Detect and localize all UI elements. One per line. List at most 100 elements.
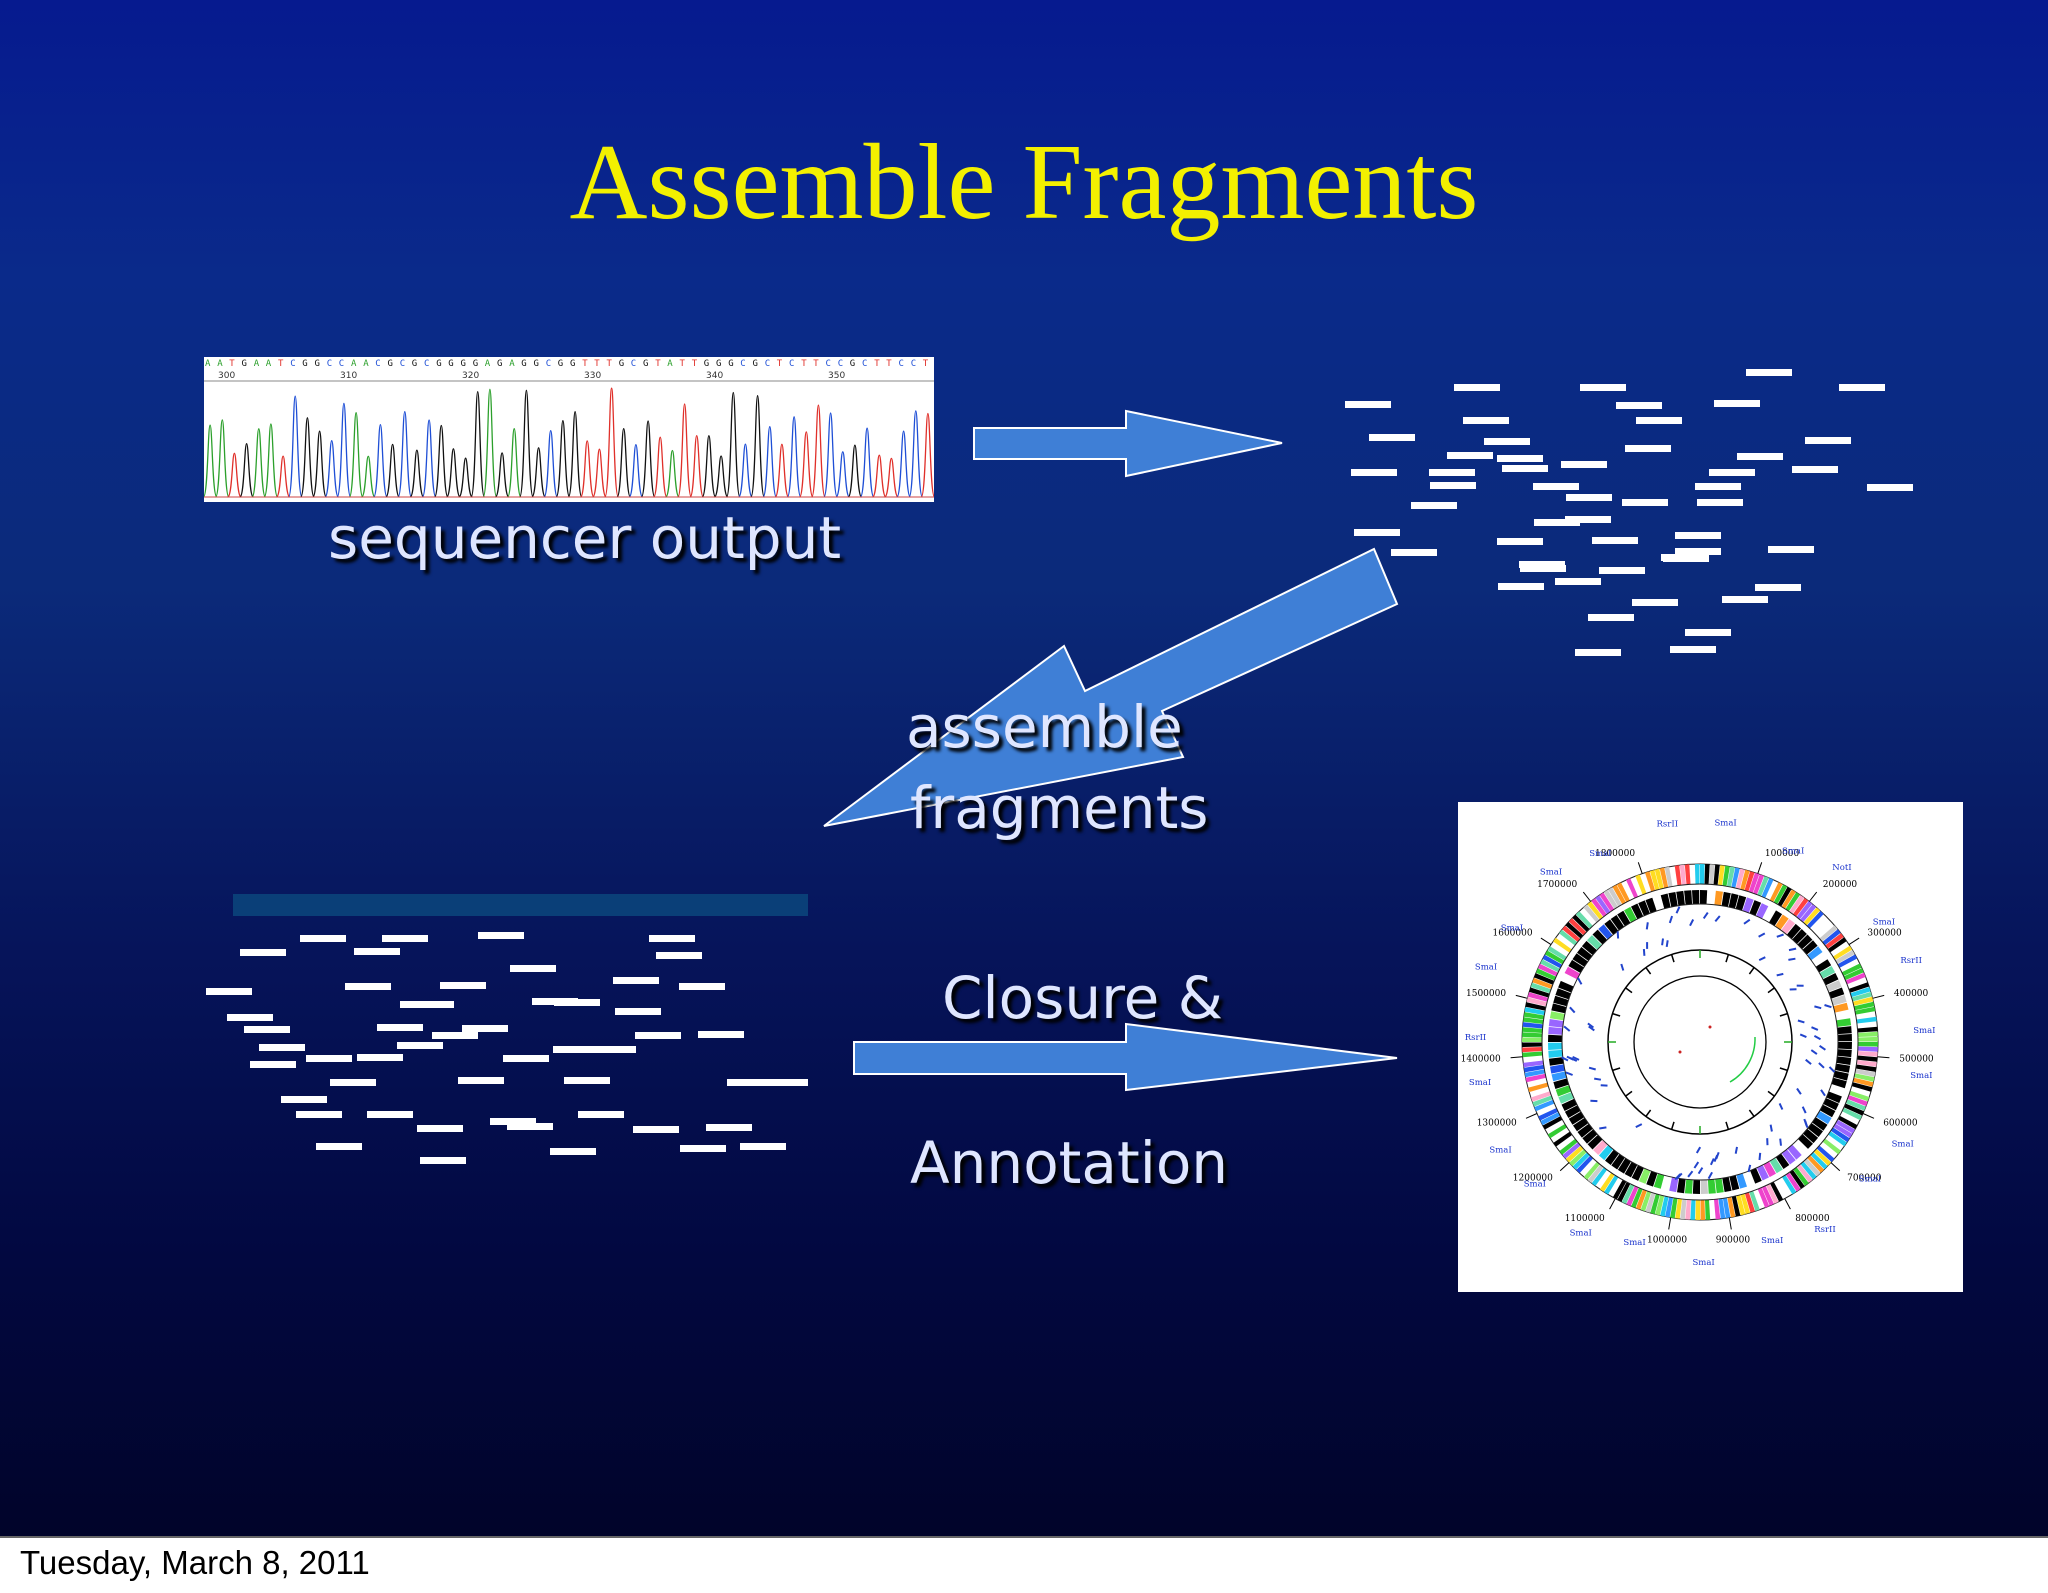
sequence-fragment [698,1031,744,1038]
gene-segment [1562,925,1581,942]
gene-segment [1577,947,1593,961]
gene-segment [1529,987,1550,998]
genome-position-label: 1400000 [1461,1055,1501,1065]
gene-segment [1828,1131,1847,1147]
gene-segment [1837,1042,1852,1050]
gene-segment [1617,910,1631,927]
trace-base-call: A [205,359,211,369]
gene-segment [1572,914,1590,932]
sequence-fragment [244,1026,290,1033]
restriction-site-label: RsrII [1657,820,1679,830]
trace-base-call: C [862,359,867,369]
gene-segment [1756,903,1769,919]
feature-mark [1620,963,1625,971]
sequence-fragment [532,998,578,1005]
trace-peak [616,427,632,498]
sequence-fragment [1566,494,1612,501]
trace-base-call: T [594,359,600,369]
genome-position-label: 1100000 [1565,1214,1605,1224]
gene-segment [1565,922,1584,939]
trace-peak [251,428,267,498]
gene-segment [1816,1111,1832,1125]
gene-segment [1638,1168,1651,1184]
arrow-right-top [973,409,1283,478]
restriction-site-label: SmaI [1859,1175,1881,1185]
trace-peak [798,431,814,498]
gene-segment [1659,867,1669,889]
restriction-site-label: SmaI [1570,1229,1592,1239]
gene-segment [1540,1112,1561,1126]
sequence-fragment [1714,400,1760,407]
gene-segment [1526,997,1548,1007]
restriction-site-label: SmaI [1873,918,1895,928]
feature-mark [1674,1173,1682,1181]
feature-mark [1778,1102,1784,1110]
trace-base-call: T [801,359,807,369]
gene-segment [1587,1134,1603,1150]
sequence-fragment [1625,445,1671,452]
sequence-fragment [397,1042,443,1049]
gene-segment [1837,1115,1858,1130]
gene-segment [1803,1158,1821,1177]
sequence-fragment [1675,548,1721,555]
sequence-fragment [478,932,524,939]
gene-segment [1690,1199,1696,1220]
gene-segment [1626,878,1639,899]
sequence-fragment [1447,452,1493,459]
gene-segment [1810,1152,1828,1170]
consensus-sequence-bar [233,894,808,916]
gene-segment [1843,968,1864,981]
gene-segment [1650,1193,1660,1215]
trace-base-call: G [704,359,709,369]
gene-segment [1674,865,1682,886]
trace-base-call: A [509,359,515,369]
sequence-fragment [206,988,252,995]
gene-segment [1548,1057,1564,1066]
gene-segment [1748,872,1760,893]
trace-base-call: G [412,359,417,369]
sequence-fragment [281,1096,327,1103]
gene-segment [1684,1179,1693,1194]
feature-mark [1563,1025,1571,1032]
restriction-site-label: RsrII [1814,1225,1836,1235]
gene-segment [1577,1123,1593,1138]
gene-segment [1592,929,1608,945]
trace-peak [640,420,656,498]
gene-segment [1684,890,1693,905]
gene-segment [1621,1184,1635,1204]
gene-segment [1854,1068,1876,1077]
gene-segment [1695,1199,1700,1220]
sequence-fragment [656,952,702,959]
trace-base-call: A [667,359,673,369]
gene-segment [1522,1027,1543,1033]
trace-peak [750,395,765,498]
gene-segment [1735,895,1747,911]
genome-position-label: 300000 [1867,929,1902,939]
gene-segment [1598,1145,1614,1161]
gene-segment [1555,988,1571,1000]
gene-segment [1524,1069,1546,1078]
trace-base-call: T [229,359,235,369]
sequence-fragment [1746,369,1792,376]
gene-segment [1608,887,1622,907]
gene-segment [1525,1002,1546,1011]
trace-position-label: 300 [218,371,235,381]
gene-segment [1522,1051,1543,1058]
trace-peak [287,395,303,498]
gene-segment [1564,1105,1581,1118]
sequence-fragment [1429,469,1475,476]
arrow-diagonal-down-left [823,547,1399,827]
sequence-fragment [1670,646,1716,653]
trace-peak [227,452,242,498]
sequence-fragment [1345,401,1391,408]
gene-segment [1523,1060,1544,1068]
gene-segment [1547,946,1567,961]
feature-mark [1814,1005,1822,1010]
gene-segment [1599,892,1615,912]
sequence-fragment [1685,629,1731,636]
gene-segment [1640,1191,1652,1212]
gene-segment [1843,1103,1864,1116]
gene-segment [1522,1037,1543,1042]
feature-mark [1776,972,1784,977]
gene-segment [1761,878,1774,899]
